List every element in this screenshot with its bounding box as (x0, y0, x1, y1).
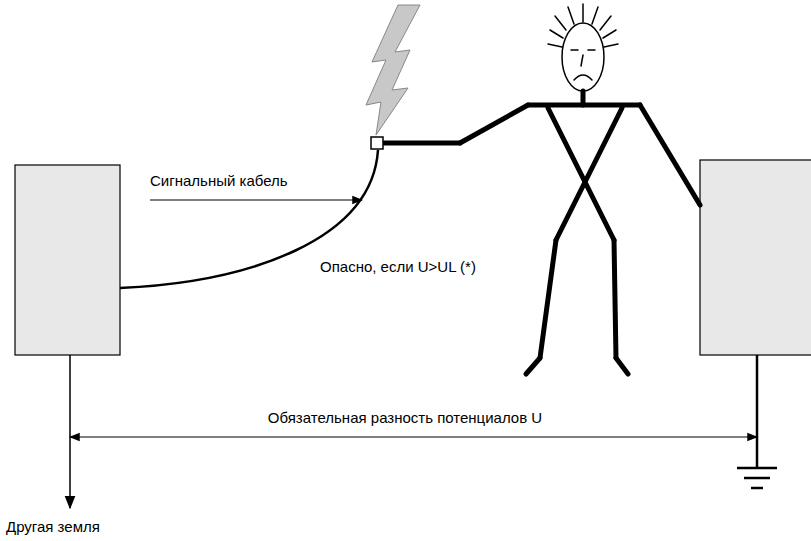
equipment-box (15, 165, 120, 355)
ground-label: Другая земля (4, 518, 102, 536)
cable-connector (371, 137, 383, 149)
dimension-arrow (70, 436, 757, 437)
ground-symbol (737, 355, 777, 488)
ground-lead (69, 355, 71, 508)
cable-label: Сигнальный кабель (148, 172, 290, 190)
equipment-box (700, 160, 811, 355)
warning-note: Опасно, если U>UL (*) (318, 258, 478, 276)
pointer-arrow (150, 199, 362, 200)
lightning-symbol (366, 5, 420, 135)
person-figure (384, 4, 700, 374)
dimension-label: Обязательная разность потенциалов U (266, 409, 544, 427)
